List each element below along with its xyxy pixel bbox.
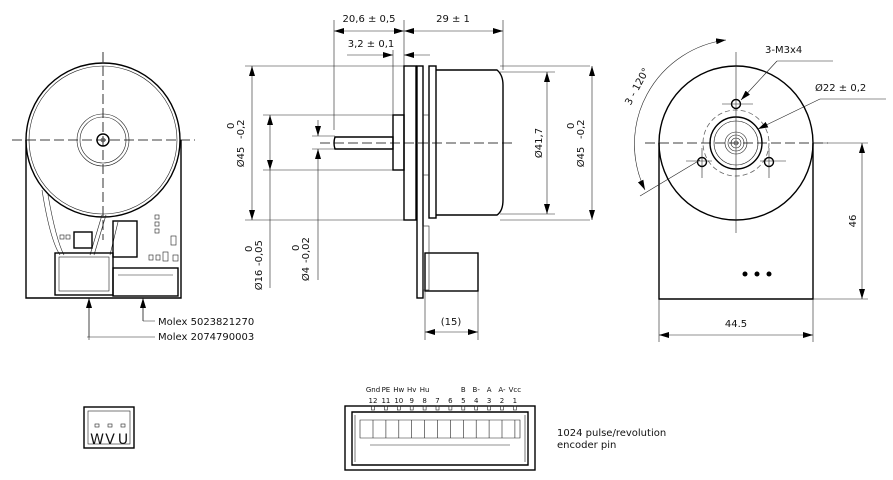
dim-body-outer-diameter: Ø45 0 -0,2 <box>566 119 587 167</box>
motor-pin-v: V <box>105 432 115 448</box>
encoder-pin-number: 8 <box>422 397 426 405</box>
encoder-pin-number: 10 <box>394 397 403 405</box>
svg-text:-0,05: -0,05 <box>254 240 265 266</box>
encoder-pin-contact <box>384 405 388 411</box>
encoder-fpc-connector <box>112 267 179 297</box>
pcd-callout: Ø22 ± 0,2 <box>815 82 866 94</box>
encoder-pin-number: 4 <box>474 397 479 405</box>
encoder-note-line1: 1024 pulse/revolution <box>557 428 666 439</box>
angle-callout: 3 - 120° <box>623 66 652 107</box>
motor-pin-u: U <box>118 432 128 448</box>
svg-text:-0,2: -0,2 <box>236 119 247 139</box>
dim-hub-diameter: Ø16 0 -0,05 <box>244 240 265 290</box>
encoder-pin-name: Hv <box>407 386 416 394</box>
encoder-pin-name: Hu <box>420 386 430 394</box>
holes-callout: 3-M3x4 <box>765 45 802 56</box>
encoder-pin-number: 7 <box>435 397 439 405</box>
encoder-pin-contact <box>422 405 427 411</box>
dim-connector-length: (15) <box>441 317 462 328</box>
encoder-pin-contact <box>409 405 414 411</box>
encoder-pin-name: Vcc <box>509 386 522 394</box>
dim-flange-diameter: Ø45 0 -0,2 <box>226 119 247 167</box>
encoder-pin-contact <box>435 405 440 411</box>
encoder-pin-number: 3 <box>487 397 491 405</box>
dim-total-length: 20,6 ± 0,5 <box>343 14 396 25</box>
motor-connector <box>54 252 114 296</box>
encoder-pin-name: PE <box>382 386 391 394</box>
connector-label-molex-5023821270: Molex 5023821270 <box>158 317 254 328</box>
encoder-pin-contact <box>396 405 401 411</box>
encoder-pin-name: Hw <box>393 386 404 394</box>
svg-text:0: 0 <box>244 246 255 252</box>
encoder-pin-number: 9 <box>409 397 413 405</box>
encoder-pin-number: 12 <box>369 397 378 405</box>
dim-shaft-diameter: Ø4 0 -0,02 <box>291 237 312 281</box>
encoder-pin-name: A <box>487 386 492 394</box>
encoder-pin-contact <box>500 405 504 411</box>
dim-body-length: 29 ± 1 <box>436 14 470 25</box>
front-view: Molex 5023821270 Molex 2074790003 <box>12 52 254 343</box>
encoder-pin-name: A- <box>498 386 506 394</box>
encoder-pin-contact <box>371 405 375 411</box>
rear-view: 3-M3x4 Ø22 ± 0,2 3 - 120° 46 44.5 <box>623 38 886 342</box>
svg-text:Ø45: Ø45 <box>235 147 247 168</box>
encoder-pin-number: 5 <box>461 397 465 405</box>
motor-connector-detail: W V U <box>83 406 135 449</box>
encoder-pin-contact <box>461 405 466 411</box>
connector-label-molex-2074790003: Molex 2074790003 <box>158 332 254 343</box>
encoder-pin-number: 1 <box>513 397 517 405</box>
encoder-pin-name: B <box>461 386 466 394</box>
dim-height: 46 <box>848 215 859 228</box>
motor-pin-w: W <box>90 432 104 448</box>
encoder-pin-number: 11 <box>381 397 390 405</box>
svg-text:0: 0 <box>226 123 237 129</box>
svg-text:-0,2: -0,2 <box>576 119 587 139</box>
encoder-pin-contact <box>448 405 453 411</box>
encoder-pin-number: 6 <box>448 397 453 405</box>
dim-width: 44.5 <box>725 319 747 330</box>
dim-body-diameter: Ø41,7 <box>533 128 545 158</box>
encoder-pin-contact <box>487 405 491 411</box>
side-view: 20,6 ± 0,5 29 ± 1 3,2 ± 0,1 Ø45 0 -0,2 Ø… <box>226 14 595 340</box>
encoder-connector-detail: 1024 pulse/revolution encoder pin Gnd12P… <box>344 386 666 471</box>
svg-text:Ø45: Ø45 <box>575 147 587 168</box>
encoder-pin-contact <box>474 405 479 411</box>
svg-text:0: 0 <box>291 245 302 251</box>
encoder-pin-contact <box>513 405 517 411</box>
svg-text:0: 0 <box>566 123 577 129</box>
svg-text:Ø16: Ø16 <box>253 270 265 291</box>
encoder-pin-number: 2 <box>500 397 504 405</box>
encoder-pin-name: B- <box>473 386 481 394</box>
dim-flange-thickness: 3,2 ± 0,1 <box>348 39 395 50</box>
svg-text:Ø4: Ø4 <box>300 267 312 281</box>
encoder-note-line2: encoder pin <box>557 440 616 451</box>
svg-text:-0,02: -0,02 <box>301 237 312 263</box>
encoder-pin-name: Gnd <box>366 386 380 394</box>
